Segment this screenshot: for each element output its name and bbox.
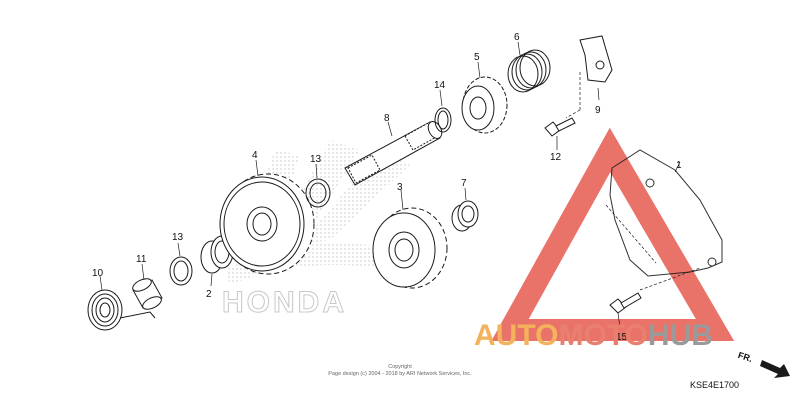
callout-12: 12 [550,152,562,163]
part-7-collar [451,200,479,232]
callout-13a: 13 [172,232,184,243]
callout-8: 8 [384,113,390,124]
callout-4: 4 [252,150,258,161]
callout-1: 1 [676,160,682,171]
diagram-code: KSE4E1700 [690,380,740,390]
part-11-bushing [132,278,163,310]
part-12-bolt [544,117,576,137]
copyright-line-2: Page design (c) 2004 - 2018 by ARI Netwo… [328,371,472,377]
copyright-notice: Copyright Page design (c) 2004 - 2018 by… [300,364,500,378]
part-9-guide-plate [579,35,613,83]
part-14-circlip [434,107,452,133]
front-direction-arrow-icon [760,360,790,378]
callout-6: 6 [514,32,520,43]
callout-11: 11 [136,254,147,265]
callout-13b: 13 [310,154,322,165]
copyright-line-1: Copyright [388,364,412,370]
brand-text-part2: MOTO [558,319,648,352]
brand-text-part1: AUTO [474,319,559,352]
part-13b-washer [305,178,331,208]
callout-3: 3 [397,182,403,193]
callout-2: 2 [206,289,212,300]
part-13a-washer [169,256,193,286]
part-8-spindle [344,121,443,186]
part-15-bolt [609,292,642,314]
brand-text-part3: HUB [647,319,713,352]
part-10-return-spring [87,289,156,331]
part-4-gear [219,173,315,275]
brand-watermark-text: AUTOMOTOHUB [474,316,794,356]
callout-7: 7 [461,178,467,189]
callout-10: 10 [92,268,104,279]
callout-9: 9 [595,105,601,116]
callout-15: 15 [616,332,628,343]
part-3-gear [372,207,448,289]
part-6-spring [507,49,551,93]
honda-logo-text: HONDA [222,286,347,319]
part-1-cover [609,149,723,277]
part-5-ratchet [461,76,508,134]
callout-14: 14 [434,80,446,91]
brand-triangle-watermark [491,127,735,341]
callout-5: 5 [474,52,480,63]
